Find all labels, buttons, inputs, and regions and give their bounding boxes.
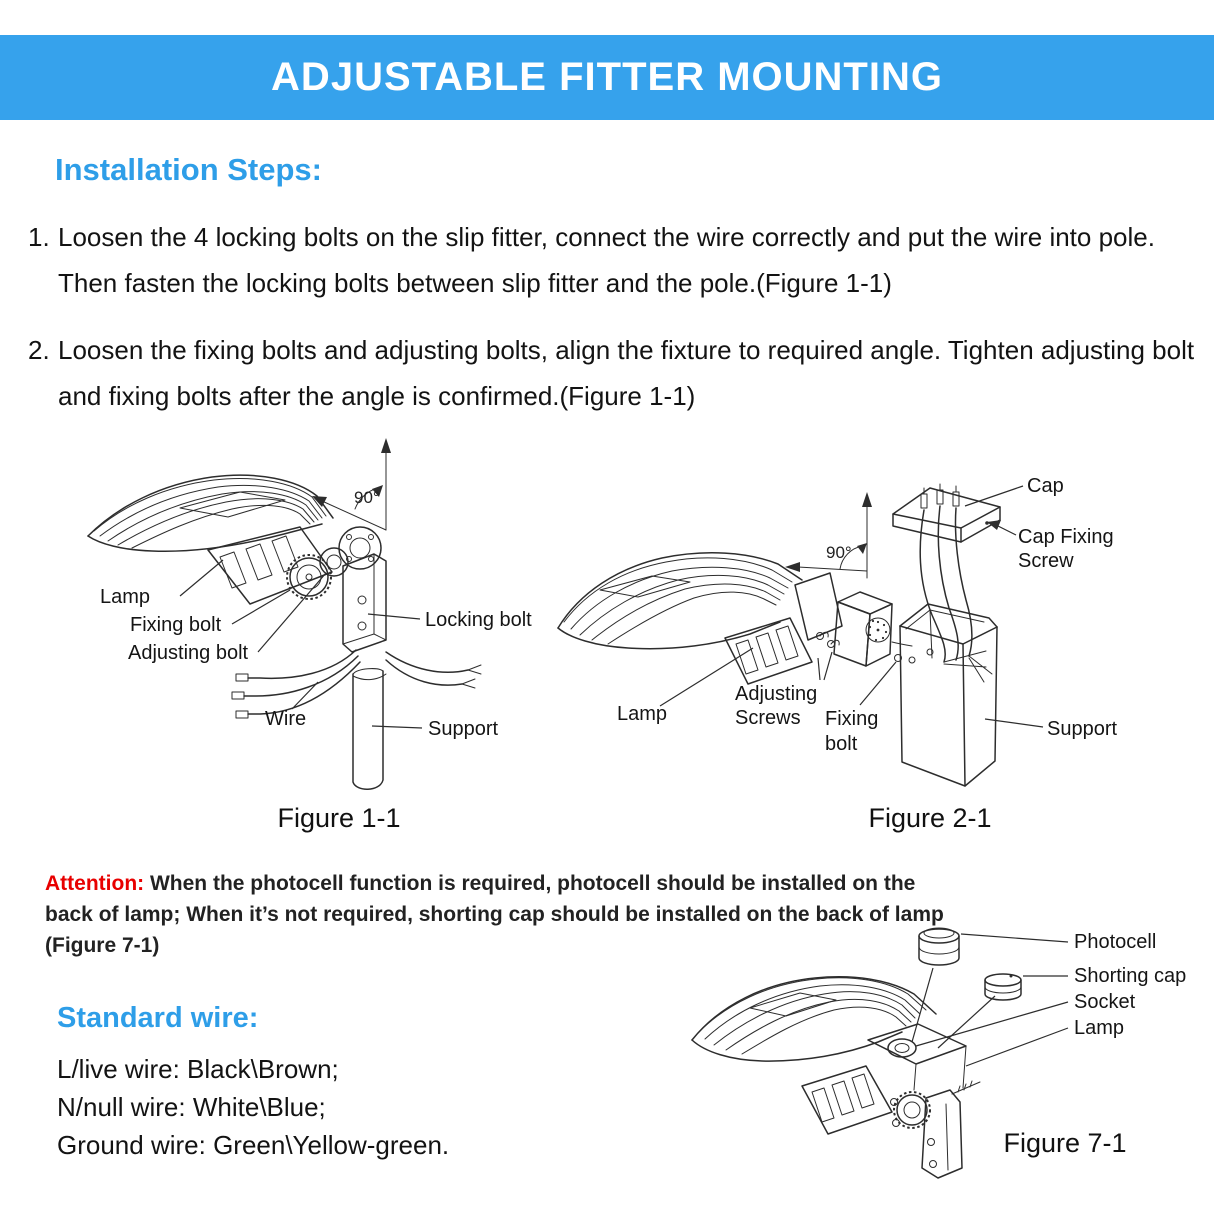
photocell-drawing <box>918 927 960 966</box>
label-cap-fixing-screw-line2: Screw <box>1018 550 1074 572</box>
figure2-leader-lines <box>659 485 1044 728</box>
label-socket: Socket <box>1074 991 1136 1013</box>
shorting-cap-drawing <box>984 973 1022 1001</box>
angle-annotation: 90° <box>785 492 872 579</box>
label-fixing-bolt-line1: Fixing <box>825 708 878 730</box>
slip-fitter-bracket-drawing <box>342 553 387 653</box>
figure-2-1-caption: Figure 2-1 <box>868 803 991 833</box>
label-adjusting-screws-line2: Screws <box>735 707 801 729</box>
support-box-drawing <box>899 603 998 787</box>
step-text: Loosen the 4 locking bolts on the slip f… <box>58 222 1155 298</box>
ground-wire-spec: Ground wire: Green\Yellow-green. <box>57 1130 450 1160</box>
device-pointer-lines <box>911 967 996 1049</box>
label-cap-fixing-screw-line1: Cap Fixing <box>1018 526 1114 548</box>
label-lamp: Lamp <box>1074 1017 1124 1039</box>
label-adjusting-screws-line1: Adjusting <box>735 683 817 705</box>
standard-wire-heading: Standard wire: <box>57 1002 259 1034</box>
installation-step-2: 2. Loosen the fixing bolts and adjusting… <box>28 327 1213 419</box>
figure-7-1-diagram: Photocell Shorting cap Socket Lamp Figur… <box>691 927 1186 1179</box>
step-number: 1. <box>28 222 50 252</box>
label-adjusting-bolt: Adjusting bolt <box>128 642 249 664</box>
label-lamp: Lamp <box>617 703 667 725</box>
figure7-leader-lines <box>915 933 1069 1067</box>
installation-steps-heading: Installation Steps: <box>55 152 322 187</box>
angle-annotation: 90° <box>312 438 391 531</box>
lamp-body-drawing <box>801 1023 967 1135</box>
label-support: Support <box>428 718 498 740</box>
lamp-body-vents-drawing <box>724 617 813 685</box>
adjusting-dial-drawing <box>286 547 349 600</box>
wire-spec-list: L/live wire: Black\Brown; N/null wire: W… <box>57 1050 449 1164</box>
installation-steps-list: 1. Loosen the 4 locking bolts on the sli… <box>28 214 1213 440</box>
attention-label: Attention: <box>45 872 145 895</box>
label-wire: Wire <box>265 708 306 730</box>
adjusting-block-drawing <box>833 591 913 667</box>
figure-1-1-caption: Figure 1-1 <box>277 803 400 833</box>
step-number: 2. <box>28 335 50 365</box>
label-fixing-bolt-line2: bolt <box>825 733 858 755</box>
pivot-flange-drawing <box>338 526 382 570</box>
wires-drawing <box>231 649 482 719</box>
support-pole-drawing <box>352 668 384 790</box>
null-wire-spec: N/null wire: White\Blue; <box>57 1092 326 1122</box>
lamp-shade-drawing <box>557 552 803 650</box>
attention-text: When the photocell function is required,… <box>45 872 944 957</box>
rear-block-drawing <box>794 572 843 648</box>
label-cap: Cap <box>1027 475 1064 497</box>
figure1-leader-lines <box>179 559 423 729</box>
lamp-shade-drawing <box>87 474 334 553</box>
label-fixing-bolt: Fixing bolt <box>130 614 222 636</box>
mounting-arm-drawing <box>890 1080 981 1179</box>
figure-7-1-caption: Figure 7-1 <box>1003 1128 1126 1158</box>
angle-90-label: 90° <box>354 488 380 507</box>
lamp-body-vents-drawing <box>207 526 333 605</box>
label-support: Support <box>1047 718 1117 740</box>
attention-note: Attention: When the photocell function i… <box>45 868 955 961</box>
angle-90-label: 90° <box>826 543 852 562</box>
label-shorting-cap: Shorting cap <box>1074 965 1186 987</box>
page-title: ADJUSTABLE FITTER MOUNTING <box>271 55 943 99</box>
live-wire-spec: L/live wire: Black\Brown; <box>57 1054 339 1084</box>
cap-drawing <box>892 487 1001 543</box>
label-photocell: Photocell <box>1074 931 1156 953</box>
figure-2-1-diagram: 90° Lamp Adjusting Screws Fixing bolt Ca… <box>557 475 1117 833</box>
label-lamp: Lamp <box>100 586 150 608</box>
lamp-shade-drawing <box>691 976 937 1062</box>
figure-1-1-diagram: 90° Lamp Fixing bolt Adjusting bolt Wire… <box>87 438 532 833</box>
title-banner: ADJUSTABLE FITTER MOUNTING <box>0 35 1214 120</box>
label-locking-bolt: Locking bolt <box>425 609 532 631</box>
installation-step-1: 1. Loosen the 4 locking bolts on the sli… <box>28 214 1213 306</box>
wires-drawing <box>919 483 993 683</box>
step-text: Loosen the fixing bolts and adjusting bo… <box>58 335 1195 411</box>
